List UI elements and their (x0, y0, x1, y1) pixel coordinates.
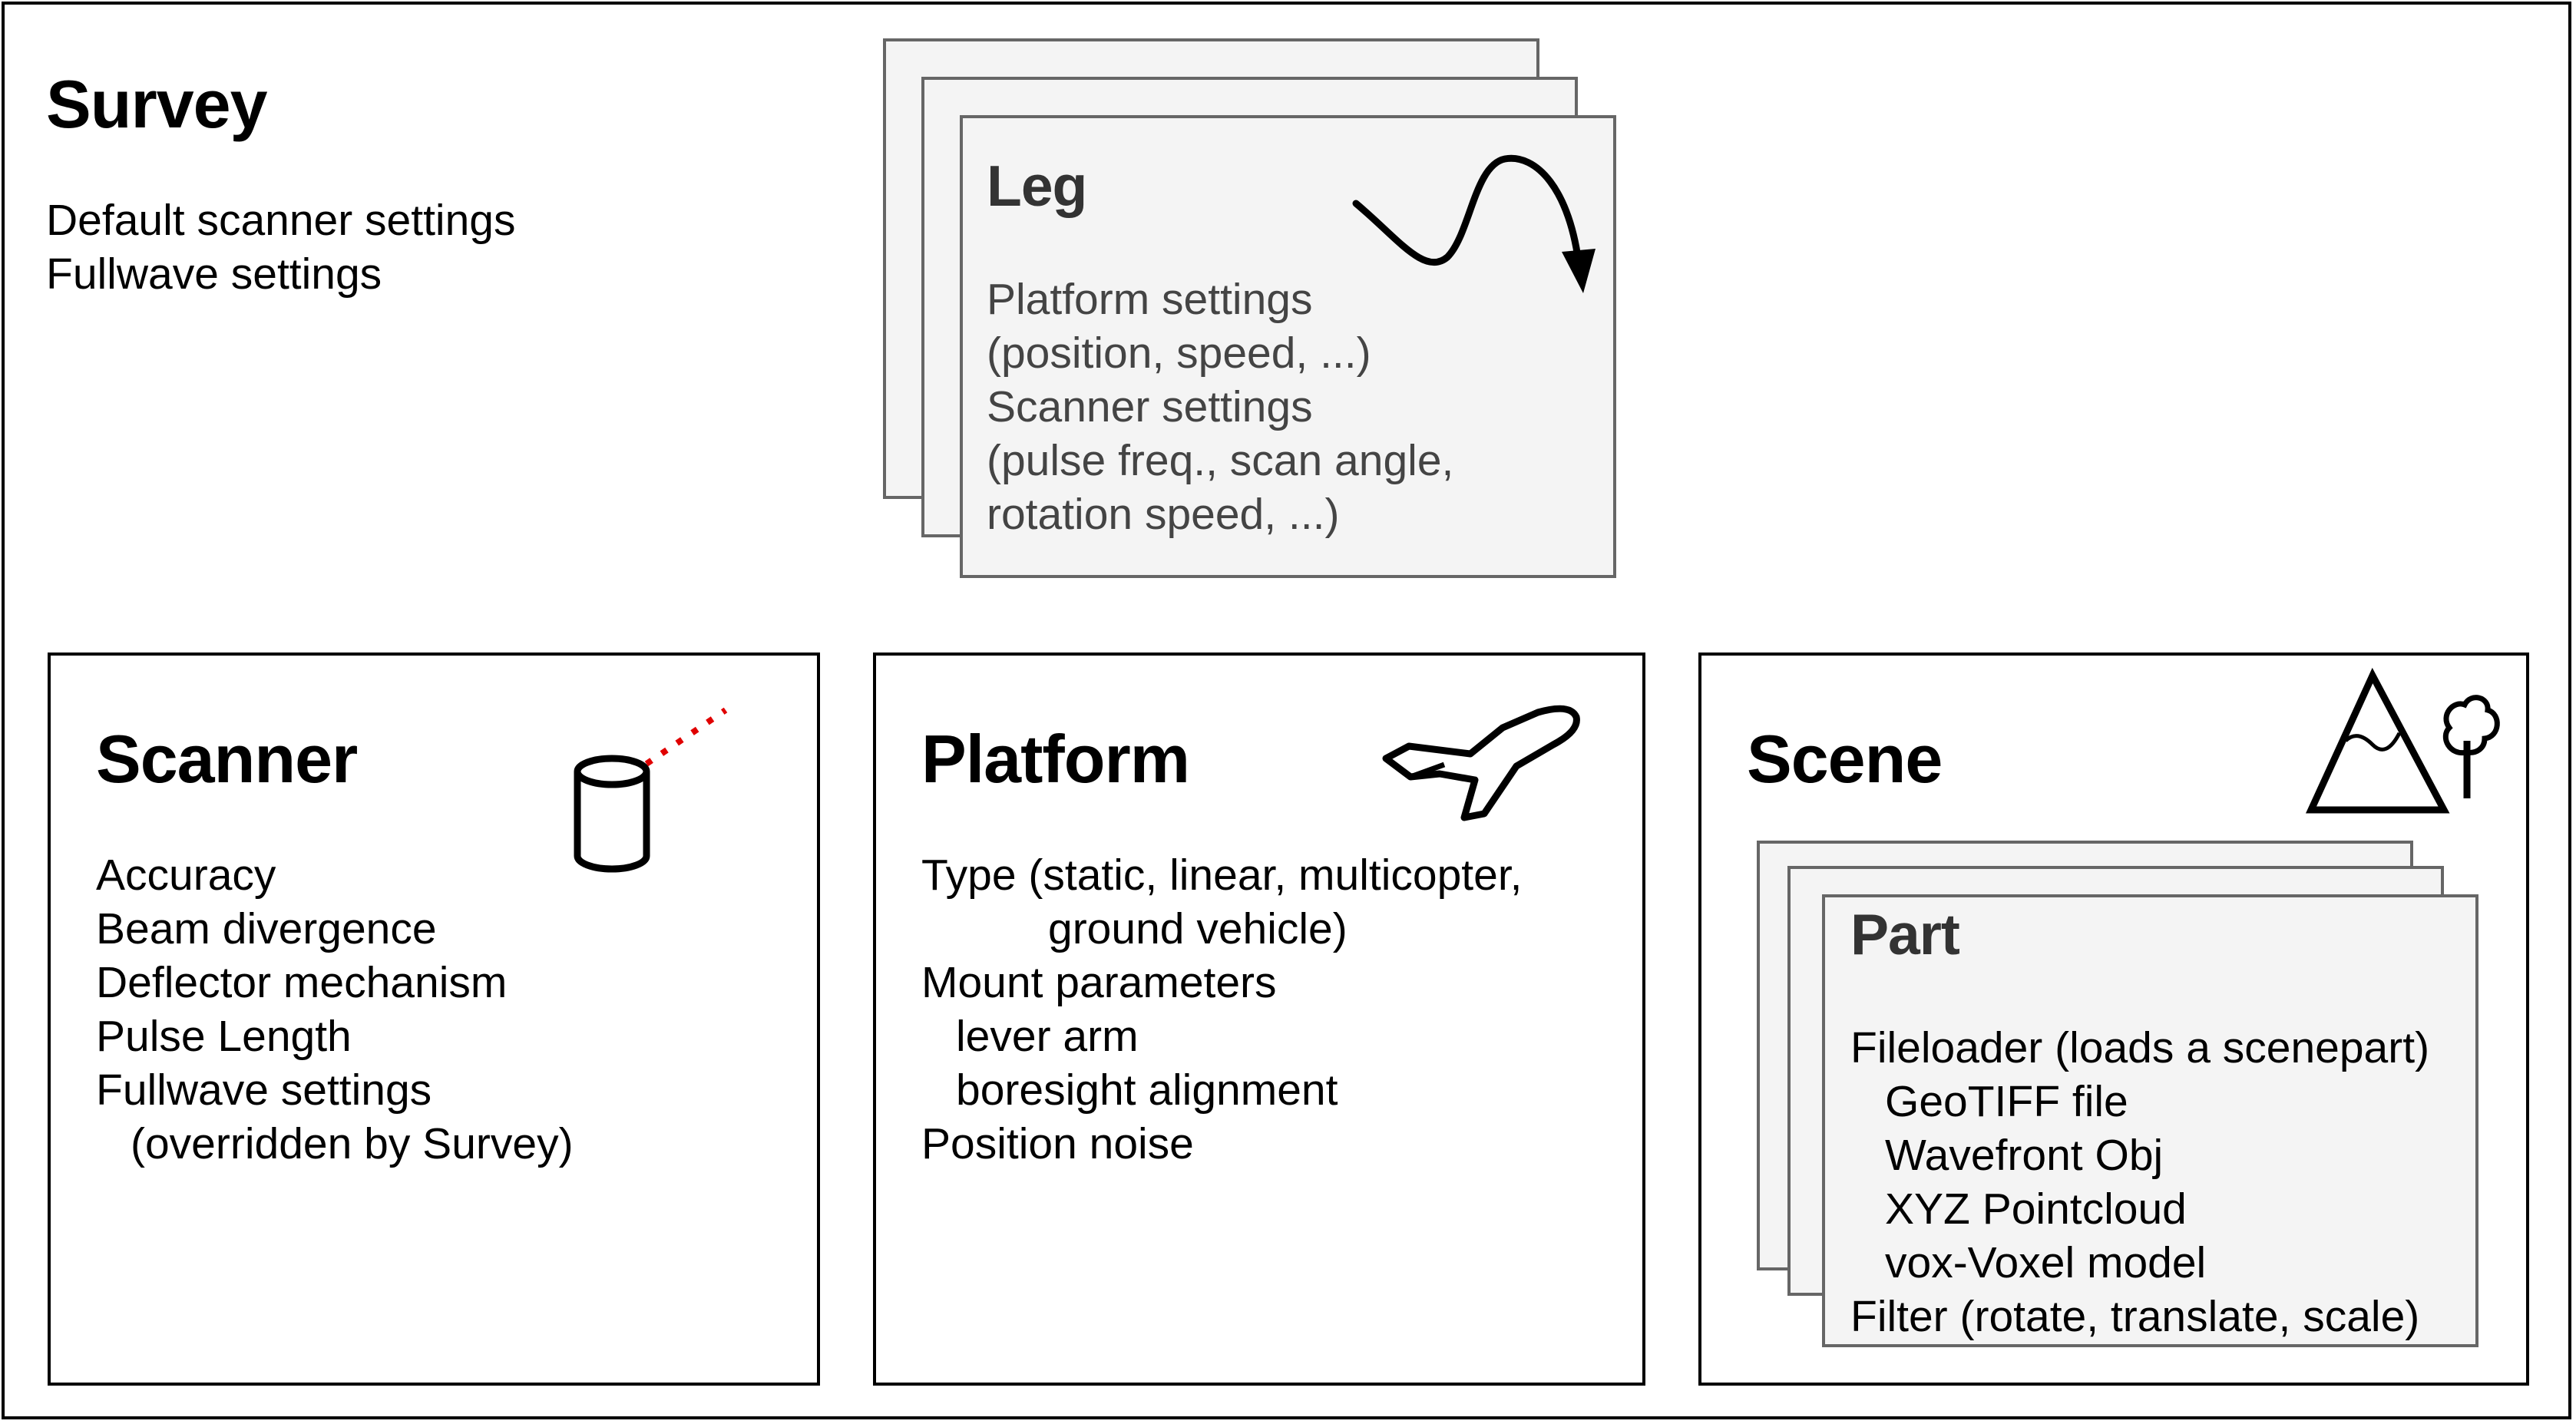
survey-title: Survey (46, 66, 268, 142)
survey-line: Fullwave settings (46, 249, 382, 299)
platform-title: Platform (921, 721, 1190, 797)
scanner-title: Scanner (96, 721, 358, 797)
scanner-line: Beam divergence (96, 904, 437, 953)
part-settings: Fileloader (loads a scenepart) GeoTIFF f… (1850, 1021, 2429, 1343)
survey-line: Default scanner settings (46, 196, 516, 245)
leg-line: (position, speed, ...) (987, 329, 1371, 378)
platform-line: boresight alignment (956, 1066, 1338, 1115)
scanner-line: Deflector mechanism (96, 958, 508, 1007)
leg-line: Scanner settings (987, 382, 1313, 431)
scanner-line: Fullwave settings (96, 1066, 432, 1115)
survey-settings: Default scanner settings Fullwave settin… (46, 193, 516, 301)
cylinder-laser-icon (574, 707, 728, 873)
scanner-line: Pulse Length (96, 1012, 352, 1061)
part-card-front (1822, 894, 2478, 1347)
leg-card-front (960, 115, 1616, 578)
platform-line: Mount parameters (921, 958, 1277, 1007)
scanner-settings: Accuracy Beam divergence Deflector mecha… (96, 848, 574, 1171)
platform-box (873, 653, 1645, 1386)
leg-settings: Platform settings (position, speed, ...)… (987, 273, 1453, 541)
part-line: GeoTIFF file (1885, 1077, 2128, 1126)
scene-title: Scene (1747, 721, 1943, 797)
leg-line: Platform settings (987, 275, 1313, 324)
part-line: Filter (rotate, translate, scale) (1850, 1292, 2420, 1341)
curved-arrow-icon (1352, 154, 1596, 293)
platform-line: Position noise (921, 1119, 1194, 1168)
part-line: Fileloader (loads a scenepart) (1850, 1023, 2430, 1072)
part-line: vox-Voxel model (1885, 1238, 2207, 1287)
platform-settings: Type (static, linear, multicopter, groun… (921, 848, 1523, 1171)
scanner-line: (overridden by Survey) (131, 1119, 574, 1168)
platform-line: Type (static, linear, multicopter, (921, 851, 1523, 900)
part-line: XYZ Pointcloud (1885, 1184, 2187, 1234)
scanner-box (48, 653, 820, 1386)
leg-title: Leg (987, 154, 1087, 218)
platform-line: lever arm (956, 1012, 1139, 1061)
mountain-tree-icon (2305, 667, 2500, 814)
leg-line: (pulse freq., scan angle, (987, 436, 1454, 485)
platform-line: ground vehicle) (1048, 904, 1348, 953)
airplane-icon (1382, 705, 1580, 821)
scanner-line: Accuracy (96, 851, 276, 900)
part-title: Part (1850, 902, 1960, 966)
leg-line: rotation speed, ...) (987, 490, 1340, 539)
part-line: Wavefront Obj (1885, 1131, 2164, 1180)
